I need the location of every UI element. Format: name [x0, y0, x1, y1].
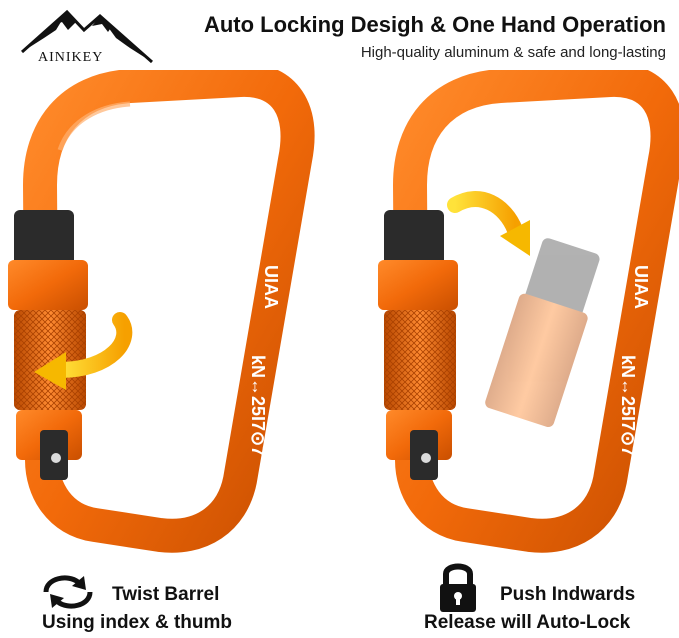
feature-twist-subtitle: Using index & thumb	[42, 612, 232, 633]
feature-push-title: Push Indwards	[500, 584, 636, 605]
carabiner-illustration: UIAA kN↔25I7⊙7 UIAA kN↔25I7⊙7	[8, 70, 679, 553]
brand-name: AINIKEY	[38, 50, 104, 65]
twist-arrows-icon	[43, 575, 93, 609]
mountain-logo-icon	[21, 9, 153, 64]
marking-kn-right: kN↔25I7⊙7	[618, 355, 638, 456]
carabiner-right: UIAA kN↔25I7⊙7	[378, 70, 679, 553]
carabiner-left: UIAA kN↔25I7⊙7	[8, 70, 315, 553]
feature-push-subtitle: Release will Auto-Lock	[424, 612, 631, 633]
page-title: Auto Locking Desigh & One Hand Operation	[203, 12, 666, 37]
padlock-icon	[440, 563, 476, 612]
marking-uiaa-left: UIAA	[261, 265, 281, 309]
marking-kn-left: kN↔25I7⊙7	[248, 355, 268, 456]
feature-twist-title: Twist Barrel	[112, 584, 220, 605]
marking-uiaa-right: UIAA	[631, 265, 651, 309]
page-subtitle: High-quality aluminum & safe and long-la…	[360, 44, 666, 61]
